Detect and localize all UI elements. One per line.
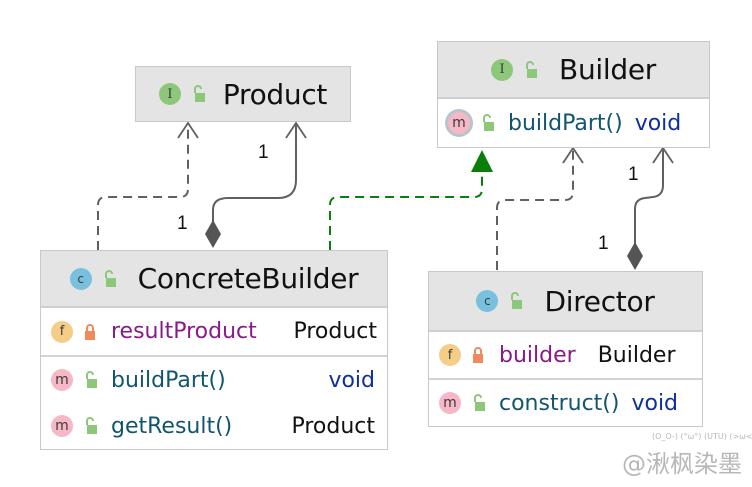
composition-diamond <box>205 220 221 248</box>
dependency-concretebuilder-product <box>97 124 189 250</box>
public-lock-icon <box>508 292 523 310</box>
public-lock-icon <box>480 114 494 132</box>
method-row[interactable]: m buildPart() void <box>41 357 387 403</box>
method-type: void <box>634 110 682 136</box>
method-name: buildPart() <box>508 110 623 136</box>
class-header: c ConcreteBuilder <box>41 251 387 308</box>
private-lock-icon <box>471 346 485 364</box>
watermark-emoticons: (O_O-) (°ω°) (UTU) (>ω<) <box>652 432 752 441</box>
class-name: Builder <box>559 53 656 86</box>
class-node-product[interactable]: I Product <box>135 66 351 122</box>
field-icon: f <box>51 320 73 343</box>
public-lock-icon <box>102 269 116 288</box>
class-header: I Product <box>136 67 350 121</box>
methods-section: m construct() void <box>429 378 702 426</box>
composition-arrowhead <box>285 121 307 139</box>
class-name: Director <box>544 284 655 318</box>
method-icon: m <box>448 112 470 134</box>
class-node-director[interactable]: c Director f builder Builder m construct… <box>428 271 703 427</box>
composition-concretebuilder-product <box>212 124 297 222</box>
watermark-text: @湫枫染墨 <box>622 450 742 478</box>
multiplicity-label: 1 <box>628 164 639 185</box>
composition-diamond <box>627 242 643 270</box>
realization-concretebuilder-builder <box>329 172 483 250</box>
watermark: (O_O-) (°ω°) (UTU) (>ω<) @湫枫染墨 <box>622 432 752 479</box>
interface-icon: I <box>158 83 181 105</box>
field-name: resultProduct <box>111 319 257 344</box>
field-row[interactable]: f resultProduct Product <box>41 308 387 355</box>
method-type: Product <box>291 413 375 439</box>
field-type: Builder <box>597 342 676 368</box>
public-lock-icon <box>83 371 97 389</box>
method-icon: m <box>51 369 73 391</box>
methods-section: m buildPart() void m getResult() Product <box>41 355 387 449</box>
method-name: getResult() <box>111 413 233 439</box>
dependency-arrowhead <box>177 121 199 139</box>
method-type: void <box>631 390 679 416</box>
method-name: construct() <box>499 390 620 416</box>
composition-director-builder <box>634 149 664 244</box>
private-lock-icon <box>83 323 97 341</box>
class-node-builder[interactable]: I Builder m buildPart() void <box>437 41 710 148</box>
method-row[interactable]: m construct() void <box>429 380 702 426</box>
class-header: c Director <box>429 272 702 332</box>
dependency-arrowhead <box>562 146 584 164</box>
class-name: ConcreteBuilder <box>137 262 359 295</box>
multiplicity-label: 1 <box>177 213 188 234</box>
public-lock-icon <box>523 60 538 79</box>
class-icon: c <box>69 267 92 290</box>
public-lock-icon <box>471 394 485 412</box>
public-lock-icon <box>83 417 97 435</box>
multiplicity-label: 1 <box>258 142 269 163</box>
public-lock-icon <box>191 85 205 103</box>
class-node-concretebuilder[interactable]: c ConcreteBuilder f resultProduct Produc… <box>40 250 388 450</box>
method-icon: m <box>51 415 73 437</box>
field-row[interactable]: f builder Builder <box>429 332 702 378</box>
composition-arrowhead <box>652 146 674 164</box>
method-row[interactable]: m buildPart() void <box>438 99 709 147</box>
realization-arrowhead <box>471 150 493 172</box>
dependency-director-builder <box>496 149 574 270</box>
method-row[interactable]: m getResult() Product <box>41 403 387 449</box>
field-name: builder <box>499 342 576 368</box>
field-icon: f <box>439 344 461 366</box>
multiplicity-label: 1 <box>598 233 609 254</box>
interface-icon: I <box>491 58 514 81</box>
class-header: I Builder <box>438 42 709 99</box>
method-icon: m <box>439 392 461 414</box>
class-icon: c <box>476 290 499 312</box>
method-type: void <box>328 367 375 393</box>
field-type: Product <box>293 319 377 344</box>
method-name: buildPart() <box>111 367 226 393</box>
class-name: Product <box>222 77 328 111</box>
